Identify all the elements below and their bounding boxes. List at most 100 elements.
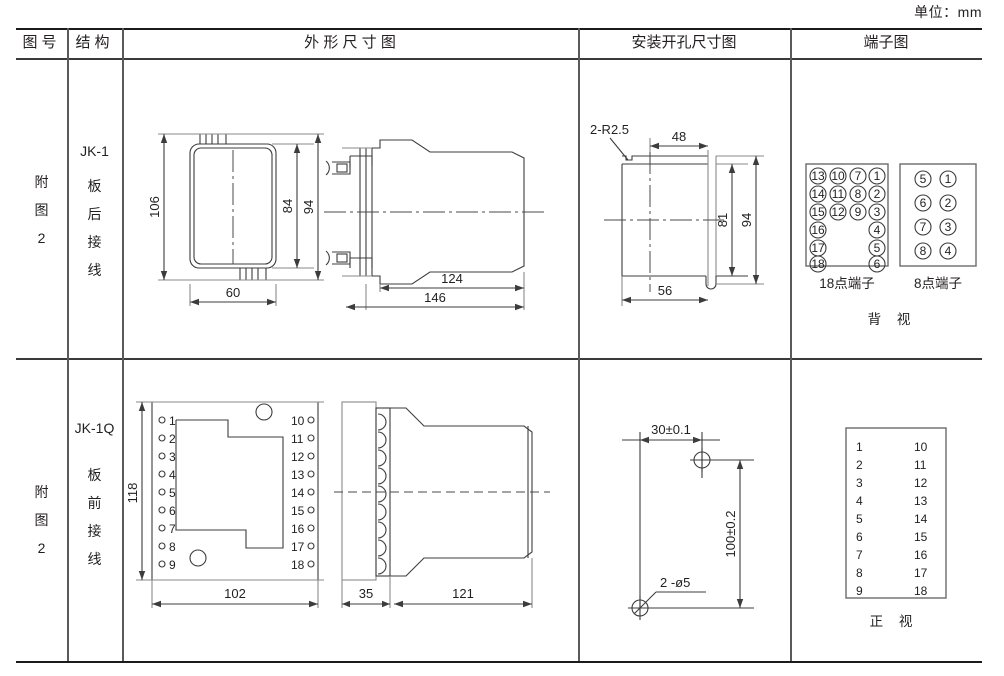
- row-divider: [16, 358, 982, 360]
- dim-56: 56: [658, 283, 672, 298]
- row1-fig-no: 附 图 2: [16, 168, 67, 252]
- row2-side-view: 35 121: [334, 380, 578, 630]
- row1-terminal-view: 13 10 7 1 14 11 8 2 15 12 9 3 16 4 17 5 …: [796, 138, 982, 338]
- svg-text:7: 7: [856, 548, 863, 562]
- svg-text:5: 5: [169, 486, 176, 500]
- svg-text:10: 10: [291, 414, 305, 428]
- svg-text:1: 1: [945, 172, 952, 186]
- svg-text:16: 16: [291, 522, 305, 536]
- row1-fig-char-2: 2: [37, 230, 46, 246]
- svg-text:18: 18: [914, 584, 928, 598]
- svg-text:3: 3: [874, 205, 881, 219]
- dim-35: 35: [359, 586, 373, 601]
- terminal-circle: 5: [868, 239, 886, 257]
- terminal-circle: 18: [809, 255, 827, 273]
- svg-text:16: 16: [914, 548, 928, 562]
- svg-text:9: 9: [855, 205, 862, 219]
- row1-struct-char-3: 线: [87, 262, 102, 278]
- dim-48: 48: [672, 129, 686, 144]
- svg-text:6: 6: [874, 257, 881, 271]
- svg-text:5: 5: [874, 241, 881, 255]
- dim-81: 81: [715, 213, 730, 227]
- svg-text:2: 2: [874, 187, 881, 201]
- terminal-circle: 3: [939, 218, 957, 236]
- terminal-block-18-label: 18点端子: [819, 276, 875, 291]
- svg-text:11: 11: [832, 187, 845, 201]
- svg-text:2: 2: [945, 196, 952, 210]
- row1-fig-char-1: 图: [34, 202, 49, 218]
- svg-text:14: 14: [811, 187, 825, 201]
- table-bottom-border: [16, 661, 982, 664]
- row1-front-view: 106 84 94 60: [128, 106, 358, 336]
- terminal-circle: 2: [939, 194, 957, 212]
- dim-60: 60: [226, 285, 240, 300]
- svg-text:17: 17: [914, 566, 928, 580]
- row2-model: JK-1Q: [74, 420, 115, 436]
- svg-text:6: 6: [920, 196, 927, 210]
- terminal-circle: 5: [914, 170, 932, 188]
- dim-94-cutout: 94: [739, 213, 754, 227]
- terminal-block-18: 13 10 7 1 14 11 8 2 15 12 9 3 16 4 17 5 …: [809, 167, 886, 273]
- svg-text:1: 1: [169, 414, 176, 428]
- svg-text:13: 13: [914, 494, 928, 508]
- terminal-circle: 8: [914, 242, 932, 260]
- row2-fig-char-0: 附: [34, 484, 49, 500]
- svg-text:9: 9: [169, 558, 176, 572]
- row2-fig-char-1: 图: [34, 512, 49, 528]
- svg-text:8: 8: [920, 244, 927, 258]
- svg-text:15: 15: [811, 205, 825, 219]
- terminal-circle: 3: [868, 203, 886, 221]
- svg-text:16: 16: [811, 223, 825, 237]
- row1-struct-char-1: 后: [87, 206, 102, 222]
- col-border-2: [122, 28, 124, 661]
- svg-text:3: 3: [945, 220, 952, 234]
- row1-struct-char-2: 接: [87, 234, 102, 250]
- svg-text:10: 10: [914, 440, 928, 454]
- dim-100-tol: 100±0.2: [723, 511, 738, 558]
- header-terminal: 端子图: [863, 34, 909, 51]
- terminal-circle: 1: [868, 167, 886, 185]
- dim-121: 121: [452, 586, 474, 601]
- row2-struct-char-1: 前: [87, 495, 102, 511]
- row1-cutout-view: 48 2-R2.5 81 94 56: [588, 116, 793, 331]
- svg-text:10: 10: [831, 169, 845, 183]
- row1-structure: JK-1 板 后 接 线: [67, 136, 122, 284]
- terminal-block-8-label: 8点端子: [914, 276, 962, 291]
- svg-text:12: 12: [914, 476, 928, 490]
- row2-fig-char-2: 2: [37, 540, 46, 556]
- svg-text:4: 4: [945, 244, 952, 258]
- row2-struct-char-2: 接: [87, 523, 102, 539]
- svg-text:3: 3: [856, 476, 863, 490]
- row2-struct-char-3: 线: [87, 551, 102, 567]
- svg-text:15: 15: [914, 530, 928, 544]
- svg-text:9: 9: [856, 584, 863, 598]
- svg-text:1: 1: [856, 440, 863, 454]
- svg-text:6: 6: [169, 504, 176, 518]
- terminal-circle: 15: [809, 203, 827, 221]
- terminal-circle: 7: [849, 167, 867, 185]
- terminal-block-8: 5 1 6 2 7 3 8 4: [914, 170, 957, 260]
- terminal-circle: 11: [829, 185, 847, 203]
- header-cutout: 安装开孔尺寸图: [631, 34, 737, 51]
- svg-text:11: 11: [914, 458, 927, 472]
- terminal-circle: 8: [849, 185, 867, 203]
- terminal-circle: 9: [849, 203, 867, 221]
- svg-text:15: 15: [291, 504, 305, 518]
- terminal-list-right: 10 11 12 13 14 15 16 17 18: [914, 440, 928, 598]
- svg-text:7: 7: [855, 169, 862, 183]
- terminal-circle: 10: [829, 167, 847, 185]
- terminal-circle: 16: [809, 221, 827, 239]
- terminal-circle: 4: [868, 221, 886, 239]
- header-outline: 外 形 尺 寸 图: [304, 34, 396, 51]
- row2-structure: JK-1Q 板 前 接 线: [67, 413, 122, 573]
- row1-fig-char-0: 附: [34, 174, 49, 190]
- terminal-circle: 1: [939, 170, 957, 188]
- svg-text:8: 8: [855, 187, 862, 201]
- svg-text:8: 8: [169, 540, 176, 554]
- dim-102: 102: [224, 586, 246, 601]
- svg-text:2: 2: [856, 458, 863, 472]
- row2-terminal-view: 1 2 3 4 5 6 7 8 9 10 11 12 13 14 15 16 1…: [806, 418, 976, 638]
- dim-146: 146: [424, 290, 446, 305]
- row2-front-view: 1 2 3 4 5 6 7 8 9 10 11 12 13 14 15 16 1…: [125, 380, 348, 630]
- hole-top: [690, 448, 714, 472]
